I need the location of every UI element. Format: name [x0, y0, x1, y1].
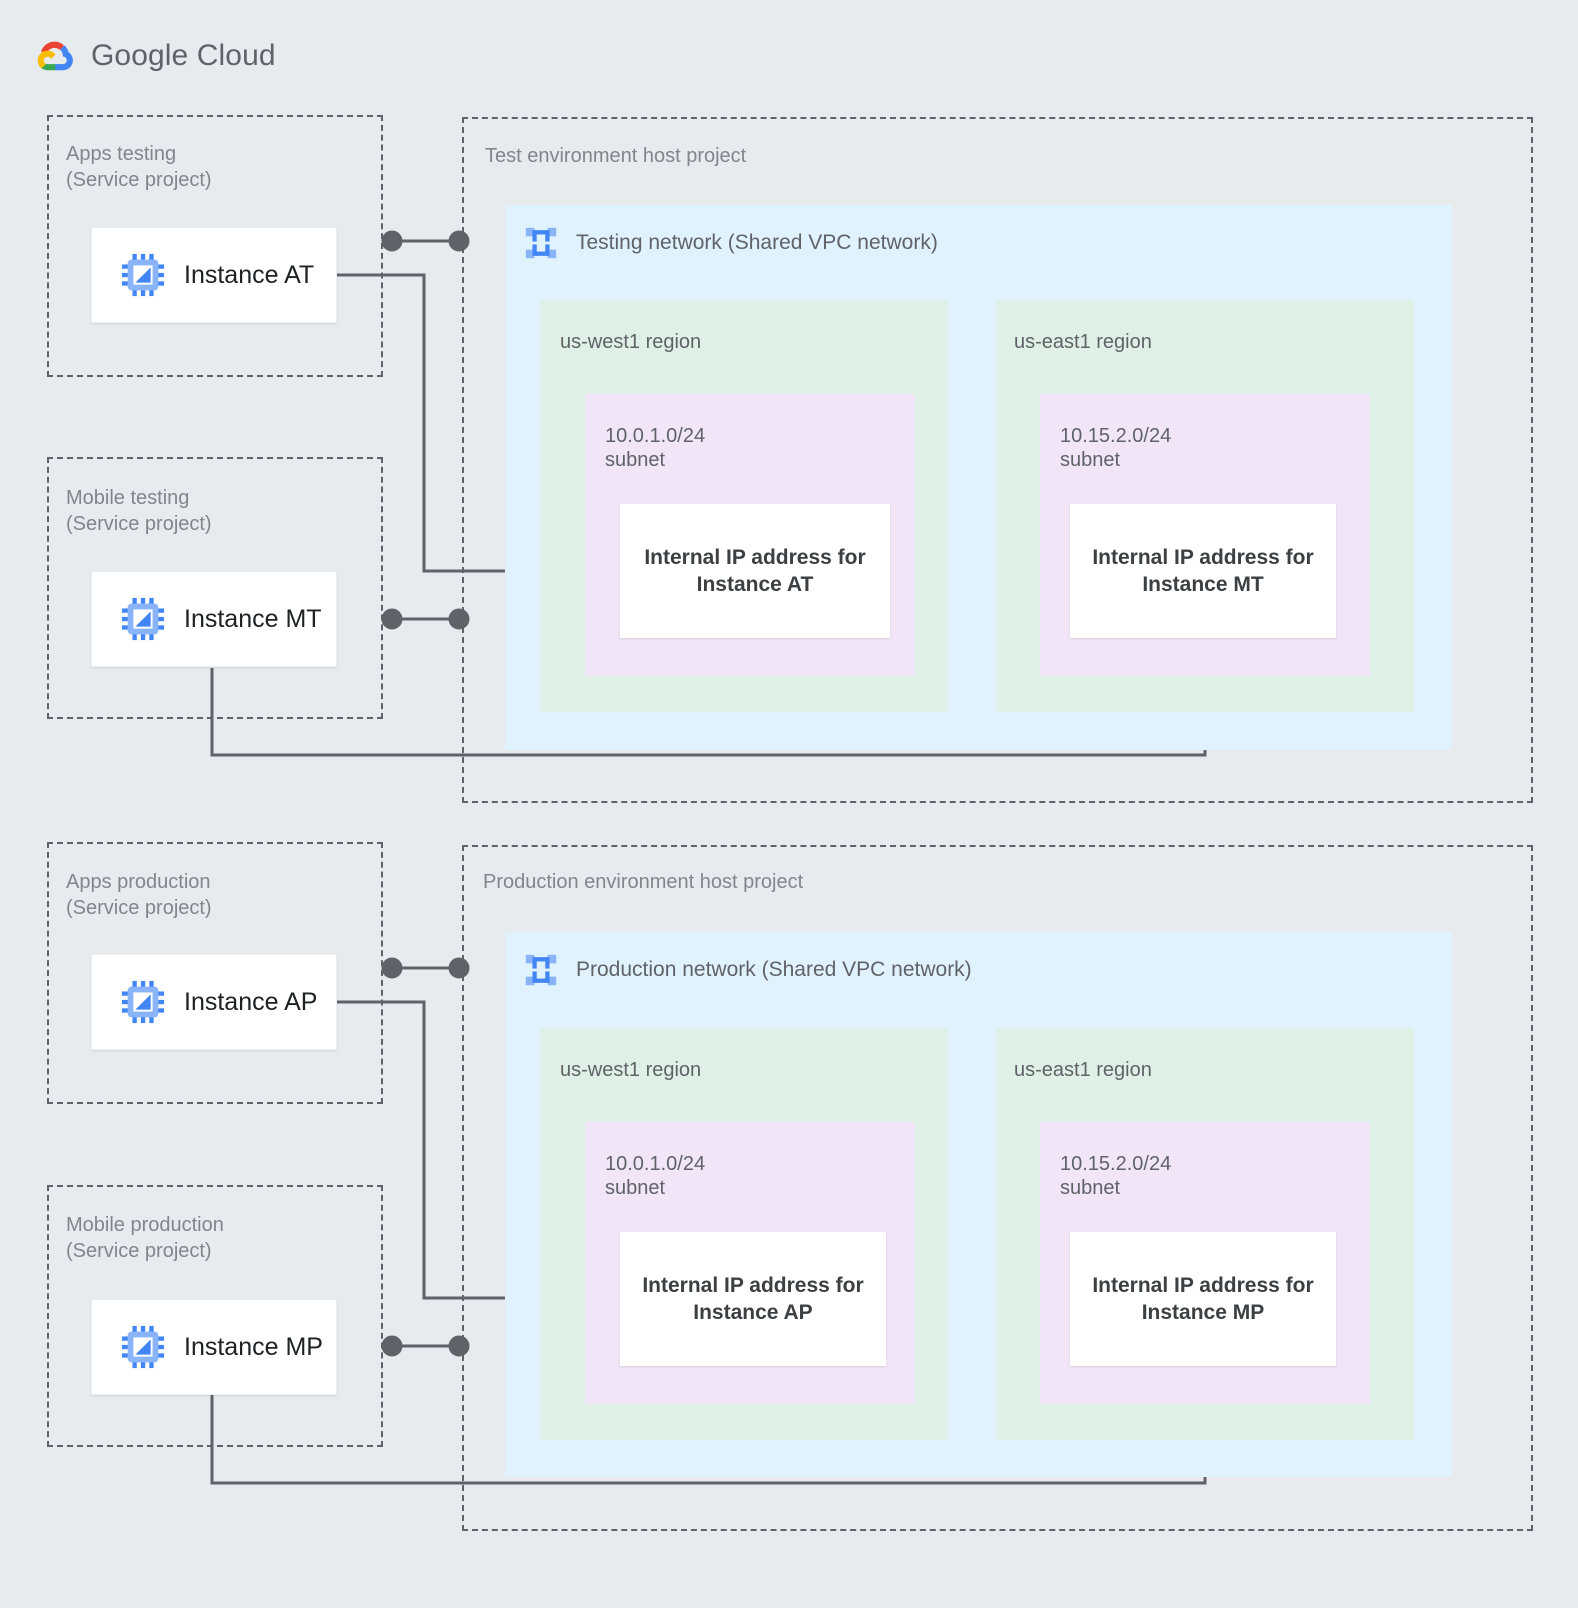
instance-card-mobile-testing[interactable]: Instance MT [91, 571, 337, 667]
vm-instance-chip-icon [120, 1324, 166, 1370]
service-project-apps-production-title: Apps production (Service project) [66, 871, 212, 919]
internal-ip-card-instance-at[interactable]: Internal IP address for Instance AT [620, 504, 890, 638]
vpc-network-production-header: Production network (Shared VPC network) [522, 951, 972, 989]
service-project-mobile-production-title: Mobile production (Service project) [66, 1214, 224, 1262]
region-prod-us-east1-title: us-east1 region [1014, 1059, 1152, 1081]
vm-instance-chip-icon [120, 252, 166, 298]
connector-mp-attachment-dot-left [381, 1335, 403, 1357]
vpc-network-production-title: Production network (Shared VPC network) [576, 958, 972, 981]
connector-mt-attachment-dot-left [381, 608, 403, 630]
subnet-test-us-west1-title: 10.0.1.0/24 subnet [605, 425, 706, 471]
vpc-network-testing-header: Testing network (Shared VPC network) [522, 224, 938, 262]
host-project-test-environment-title: Test environment host project [485, 145, 747, 167]
instance-label-mobile-production: Instance MP [184, 1332, 323, 1361]
connector-ap-attachment-dot-left [381, 957, 403, 979]
subnet-test-us-east1-title: 10.15.2.0/24 subnet [1060, 425, 1172, 471]
internal-ip-card-instance-mt[interactable]: Internal IP address for Instance MT [1070, 504, 1336, 638]
instance-label-apps-production: Instance AP [184, 987, 318, 1016]
vpc-network-testing-title: Testing network (Shared VPC network) [576, 231, 938, 254]
vpc-network-icon [522, 224, 560, 262]
host-project-production-environment-title: Production environment host project [483, 871, 804, 893]
connector-at-attachment-dot-left [381, 230, 403, 252]
instance-label-apps-testing: Instance AT [184, 260, 315, 289]
instance-card-apps-testing[interactable]: Instance AT [91, 227, 337, 323]
service-project-mobile-testing[interactable] [47, 457, 383, 719]
service-project-apps-production[interactable] [47, 842, 383, 1104]
internal-ip-card-instance-mp[interactable]: Internal IP address for Instance MP [1070, 1232, 1336, 1366]
service-project-apps-testing-title: Apps testing (Service project) [66, 143, 212, 191]
instance-card-apps-production[interactable]: Instance AP [91, 954, 337, 1050]
instance-card-mobile-production[interactable]: Instance MP [91, 1299, 337, 1395]
region-test-us-west1-title: us-west1 region [560, 331, 702, 353]
service-project-mobile-production[interactable] [47, 1185, 383, 1447]
google-cloud-logo-icon [33, 36, 79, 76]
brand-cloud: Cloud [188, 39, 276, 72]
internal-ip-card-instance-ap[interactable]: Internal IP address for Instance AP [620, 1232, 886, 1366]
host-project-production-environment[interactable] [462, 845, 1533, 1531]
instance-label-mobile-testing: Instance MT [184, 604, 322, 633]
subnet-prod-us-west1-title: 10.0.1.0/24 subnet [605, 1153, 706, 1199]
brand-google: Google [91, 39, 189, 72]
host-project-test-environment[interactable] [462, 117, 1533, 803]
vm-instance-chip-icon [120, 596, 166, 642]
vm-instance-chip-icon [120, 979, 166, 1025]
region-prod-us-west1-title: us-west1 region [560, 1059, 702, 1081]
brand-wordmark: Google Cloud [91, 39, 276, 73]
subnet-prod-us-east1-title: 10.15.2.0/24 subnet [1060, 1153, 1172, 1199]
service-project-apps-testing[interactable] [47, 115, 383, 377]
region-test-us-east1-title: us-east1 region [1014, 331, 1152, 353]
service-project-mobile-testing-title: Mobile testing (Service project) [66, 487, 212, 535]
google-cloud-brand: Google Cloud [33, 36, 276, 76]
vpc-network-icon [522, 951, 560, 989]
